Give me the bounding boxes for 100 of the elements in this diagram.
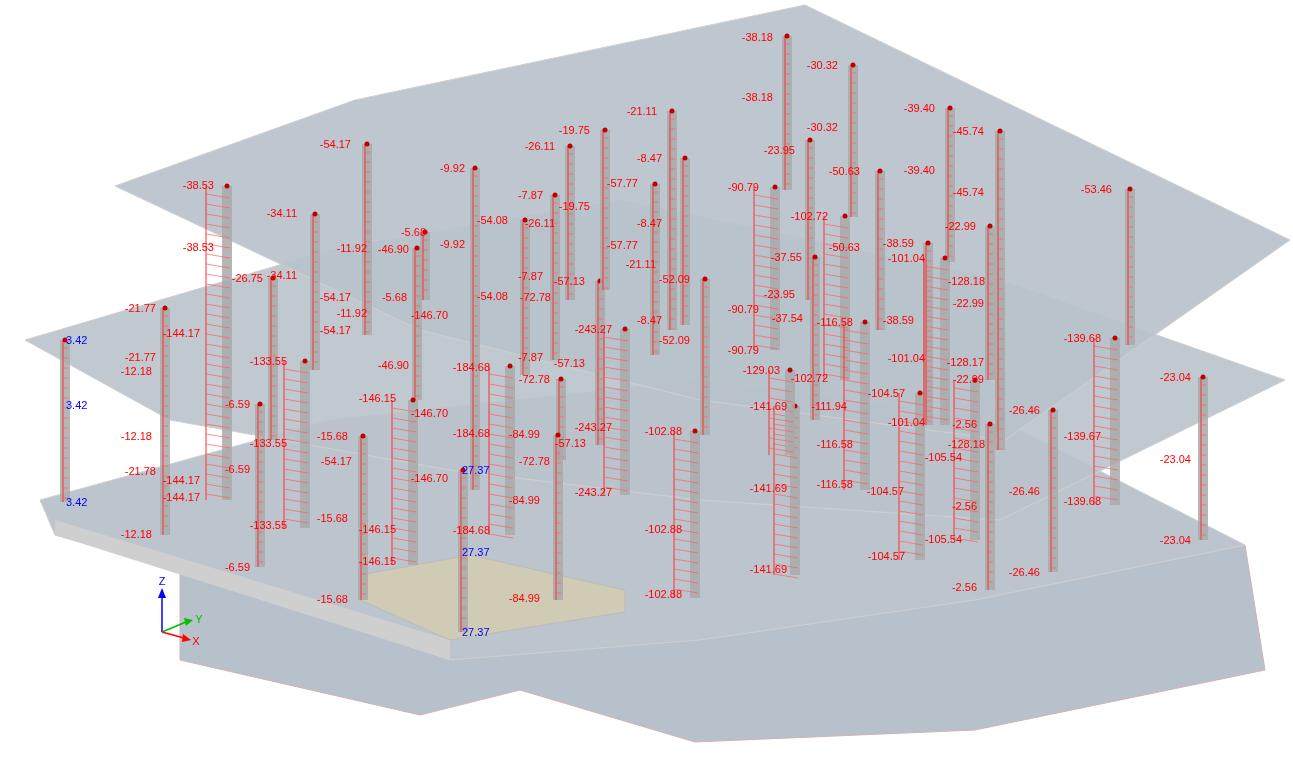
force-value-label: -19.75 bbox=[558, 124, 590, 136]
force-value-label: -23.04 bbox=[1159, 371, 1191, 383]
force-value-label: 27.37 bbox=[462, 464, 490, 476]
force-value-label: -37.54 bbox=[771, 312, 803, 324]
force-value-label: -243.27 bbox=[574, 486, 612, 498]
force-value-label: -54.08 bbox=[476, 290, 508, 302]
force-value-label: -45.74 bbox=[952, 186, 984, 198]
force-value-label: -105.54 bbox=[924, 533, 962, 545]
force-value-label: -105.54 bbox=[924, 451, 962, 463]
force-value-label: -116.58 bbox=[816, 438, 853, 450]
force-value-label: -21.11 bbox=[625, 258, 656, 270]
force-value-label: -50.63 bbox=[828, 241, 860, 253]
force-value-label: -184.68 bbox=[452, 524, 490, 536]
force-value-label: -90.79 bbox=[727, 344, 759, 356]
force-value-label: -144.17 bbox=[162, 474, 200, 486]
force-value-label: -6.59 bbox=[224, 398, 250, 410]
force-value-label: -22.99 bbox=[952, 297, 984, 309]
force-value-label: -57.13 bbox=[553, 275, 585, 287]
force-value-label: -141.69 bbox=[749, 482, 787, 494]
force-value-label: -243.27 bbox=[574, 421, 612, 433]
force-value-label: -184.68 bbox=[452, 427, 490, 439]
force-value-label: -12.18 bbox=[120, 365, 152, 377]
force-value-label: -2.56 bbox=[951, 500, 977, 512]
force-value-label: -2.56 bbox=[951, 418, 977, 430]
force-value-label: -116.58 bbox=[816, 478, 853, 490]
force-value-label: -5.68 bbox=[400, 226, 426, 238]
force-value-label: -21.78 bbox=[124, 465, 156, 477]
force-value-label: -102.88 bbox=[644, 523, 682, 535]
force-value-label: -8.47 bbox=[636, 314, 662, 326]
force-value-label: -11.92 bbox=[336, 242, 367, 254]
force-value-label: -84.99 bbox=[508, 494, 540, 506]
force-value-label: -102.72 bbox=[790, 210, 828, 222]
force-value-label: 3.42 bbox=[66, 334, 88, 346]
force-value-label: -243.27 bbox=[574, 323, 612, 335]
force-value-label: -139.68 bbox=[1063, 495, 1101, 507]
force-value-label: -12.18 bbox=[120, 528, 152, 540]
force-value-label: -26.11 bbox=[524, 140, 555, 152]
force-value-label: -72.78 bbox=[519, 291, 551, 303]
force-value-label: -57.13 bbox=[554, 437, 586, 449]
force-value-label: -22.99 bbox=[944, 220, 976, 232]
force-value-label: -57.77 bbox=[606, 239, 638, 251]
force-value-label: -9.92 bbox=[439, 162, 465, 174]
force-value-label: -146.15 bbox=[358, 555, 396, 567]
force-value-label: -146.70 bbox=[410, 407, 448, 419]
force-value-label: -144.17 bbox=[162, 327, 200, 339]
force-value-label: -45.74 bbox=[952, 125, 984, 137]
force-value-label: -90.79 bbox=[727, 181, 759, 193]
force-value-label: -52.09 bbox=[658, 334, 690, 346]
force-value-label: -37.55 bbox=[770, 251, 802, 263]
force-value-label: -116.58 bbox=[816, 316, 853, 328]
force-value-label: -102.72 bbox=[790, 372, 828, 384]
force-value-label: -128.18 bbox=[947, 275, 985, 287]
force-value-label: -84.99 bbox=[508, 428, 540, 440]
force-value-label: -46.90 bbox=[377, 243, 409, 255]
force-value-label: -133.55 bbox=[249, 437, 287, 449]
force-value-label: -30.32 bbox=[806, 121, 838, 133]
force-value-label: -23.04 bbox=[1159, 453, 1191, 465]
force-value-label: -7.87 bbox=[517, 270, 543, 282]
force-value-label: -7.87 bbox=[517, 189, 543, 201]
force-value-label: -38.18 bbox=[741, 91, 773, 103]
force-value-label: -101.04 bbox=[887, 352, 925, 364]
force-value-label: -129.03 bbox=[742, 364, 780, 376]
force-value-label: -139.68 bbox=[1063, 332, 1101, 344]
force-value-label: -21.11 bbox=[626, 105, 657, 117]
force-value-label: -146.15 bbox=[358, 523, 396, 535]
force-value-label: -15.68 bbox=[316, 430, 348, 442]
force-value-label: -23.95 bbox=[763, 288, 795, 300]
force-value-label: -128.18 bbox=[947, 438, 985, 450]
force-value-label: -90.79 bbox=[727, 303, 759, 315]
force-value-label: -54.08 bbox=[476, 214, 508, 226]
force-value-label: -38.59 bbox=[882, 237, 914, 249]
force-value-label: -19.75 bbox=[558, 200, 590, 212]
force-value-label: -111.94 bbox=[811, 400, 847, 412]
force-value-label: -11.92 bbox=[336, 307, 367, 319]
force-value-label: -26.46 bbox=[1008, 566, 1040, 578]
force-value-label: -38.53 bbox=[182, 179, 214, 191]
force-value-label: -26.46 bbox=[1008, 485, 1040, 497]
force-value-label: -9.92 bbox=[439, 238, 465, 250]
force-value-label: -104.57 bbox=[867, 387, 905, 399]
force-value-label: -146.70 bbox=[410, 472, 448, 484]
force-value-label: -15.68 bbox=[316, 512, 348, 524]
force-value-label: 27.37 bbox=[462, 546, 490, 558]
force-value-label: -46.90 bbox=[377, 359, 409, 371]
force-value-label: -146.70 bbox=[410, 309, 448, 321]
force-value-label: -22.99 bbox=[952, 373, 984, 385]
force-value-label: -84.99 bbox=[508, 592, 540, 604]
force-value-label: -101.04 bbox=[887, 252, 925, 264]
force-value-label: -6.59 bbox=[224, 561, 250, 573]
force-value-label: -50.63 bbox=[828, 165, 860, 177]
force-value-label: -26.75 bbox=[231, 272, 263, 284]
force-value-label: -52.09 bbox=[658, 273, 690, 285]
force-value-label: -133.55 bbox=[249, 519, 287, 531]
force-value-label: -8.47 bbox=[636, 217, 662, 229]
axis-label: Y bbox=[195, 613, 203, 625]
force-value-label: -102.88 bbox=[644, 588, 682, 600]
force-value-label: -54.17 bbox=[320, 455, 352, 467]
force-value-label: -38.53 bbox=[182, 241, 214, 253]
force-value-label: -54.17 bbox=[319, 138, 351, 150]
force-value-label: -12.18 bbox=[120, 430, 152, 442]
force-value-label: 3.42 bbox=[66, 399, 88, 411]
